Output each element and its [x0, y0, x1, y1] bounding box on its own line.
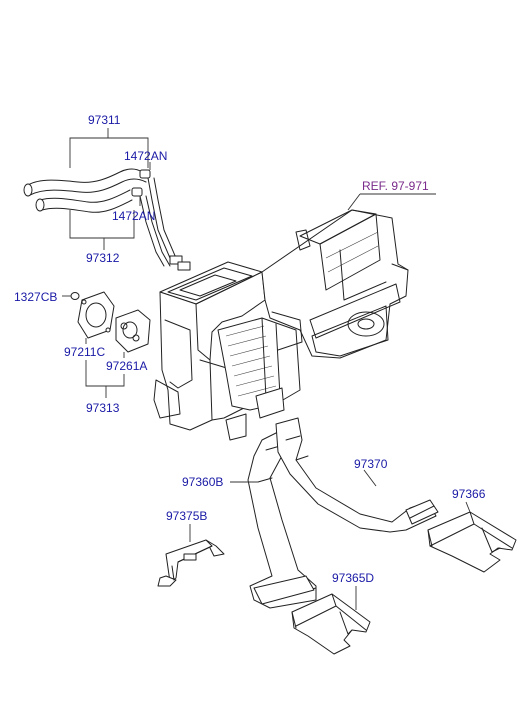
label-97311: 97311 — [88, 113, 121, 127]
label-1327CB: 1327CB — [14, 290, 57, 304]
hvac-case-assembly[interactable] — [153, 209, 409, 441]
label-97360B: 97360B — [182, 475, 223, 489]
duct-extension-97366[interactable] — [427, 511, 517, 573]
rear-duct-97370[interactable] — [275, 417, 439, 533]
label-1472AN-mid: 1472AN — [112, 209, 155, 223]
bracket-97375B[interactable] — [157, 539, 225, 587]
label-97366: 97366 — [452, 487, 486, 501]
valve-97261A[interactable] — [115, 309, 151, 353]
rear-duct-97360B[interactable] — [247, 431, 317, 609]
label-97313: 97313 — [86, 401, 120, 415]
label-97261A: 97261A — [106, 359, 147, 373]
label-97312: 97312 — [86, 251, 120, 265]
screw-1327CB[interactable] — [70, 292, 80, 300]
label-1472AN-top: 1472AN — [124, 149, 167, 163]
label-97370: 97370 — [354, 457, 388, 471]
label-97365D: 97365D — [332, 571, 374, 585]
label-97375B: 97375B — [166, 509, 207, 523]
gasket-97211C[interactable] — [77, 291, 115, 339]
heater-hose-assembly[interactable] — [23, 168, 191, 271]
leader-lines — [62, 128, 471, 610]
duct-extension-97365D[interactable] — [291, 593, 371, 655]
label-ref-97-971[interactable]: REF. 97-971 — [362, 179, 429, 193]
label-97211C: 97211C — [64, 345, 105, 359]
